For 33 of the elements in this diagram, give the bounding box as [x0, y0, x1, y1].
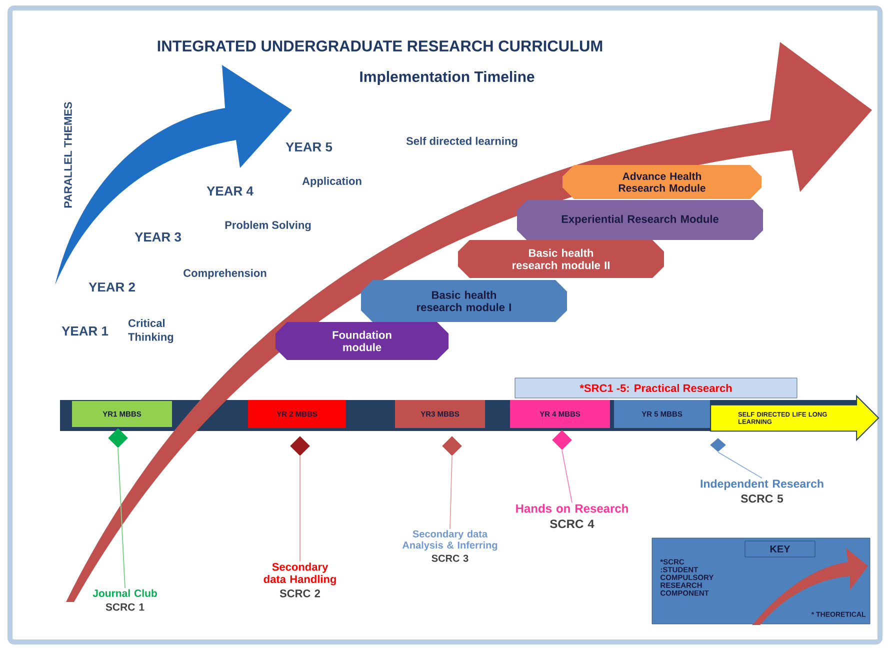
theme-label: Application — [302, 176, 362, 188]
module-box: Advance Health Research Module — [562, 165, 762, 199]
milestone-text: Secondary data Handling SCRC 2 — [264, 562, 336, 598]
theme-label: Self directed learning — [406, 136, 518, 148]
diamond-marker — [290, 436, 310, 456]
title: INTEGRATED UNDERGRADUATE RESEARCH CURRICULUM — [158, 40, 602, 52]
module-box: Foundation module — [276, 322, 448, 360]
leader-line — [118, 448, 126, 589]
diamond-marker — [552, 430, 572, 450]
banner-box: *SRC1 -5: Practical Research — [514, 378, 798, 398]
theme-label: Comprehension — [184, 268, 266, 280]
year-label: YEAR 5 — [286, 142, 332, 152]
year-label: YEAR 1 — [62, 326, 108, 336]
diamond-marker — [442, 436, 462, 456]
diamond-marker — [108, 428, 128, 448]
year-label: YEAR 2 — [88, 282, 135, 292]
module-box: Basic health research module II — [458, 240, 664, 278]
diamond-marker — [710, 438, 726, 452]
module-box: Basic health research module I — [361, 280, 567, 322]
leader-line — [718, 452, 762, 479]
year-label: YEAR 3 — [134, 232, 181, 242]
leader-line — [450, 456, 452, 530]
vertical-label: PARALLEL THEMES — [64, 102, 72, 208]
year-label: YEAR 4 — [206, 186, 254, 196]
milestone-text: Independent Research SCRC 5 — [700, 479, 824, 503]
milestone-text: Secondary data Analysis & Inferring SCRC 3 — [402, 530, 498, 562]
milestone-text: Hands on Research SCRC 4 — [516, 504, 628, 528]
leader-line — [562, 450, 572, 504]
milestone-text: Journal Club SCRC 1 — [92, 589, 157, 611]
theme-label: Problem Solving — [225, 220, 311, 232]
subtitle: Implementation Timeline — [360, 71, 534, 85]
theme-label: Critical Thinking — [128, 318, 174, 344]
module-box: Experiential Research Module — [517, 200, 763, 240]
